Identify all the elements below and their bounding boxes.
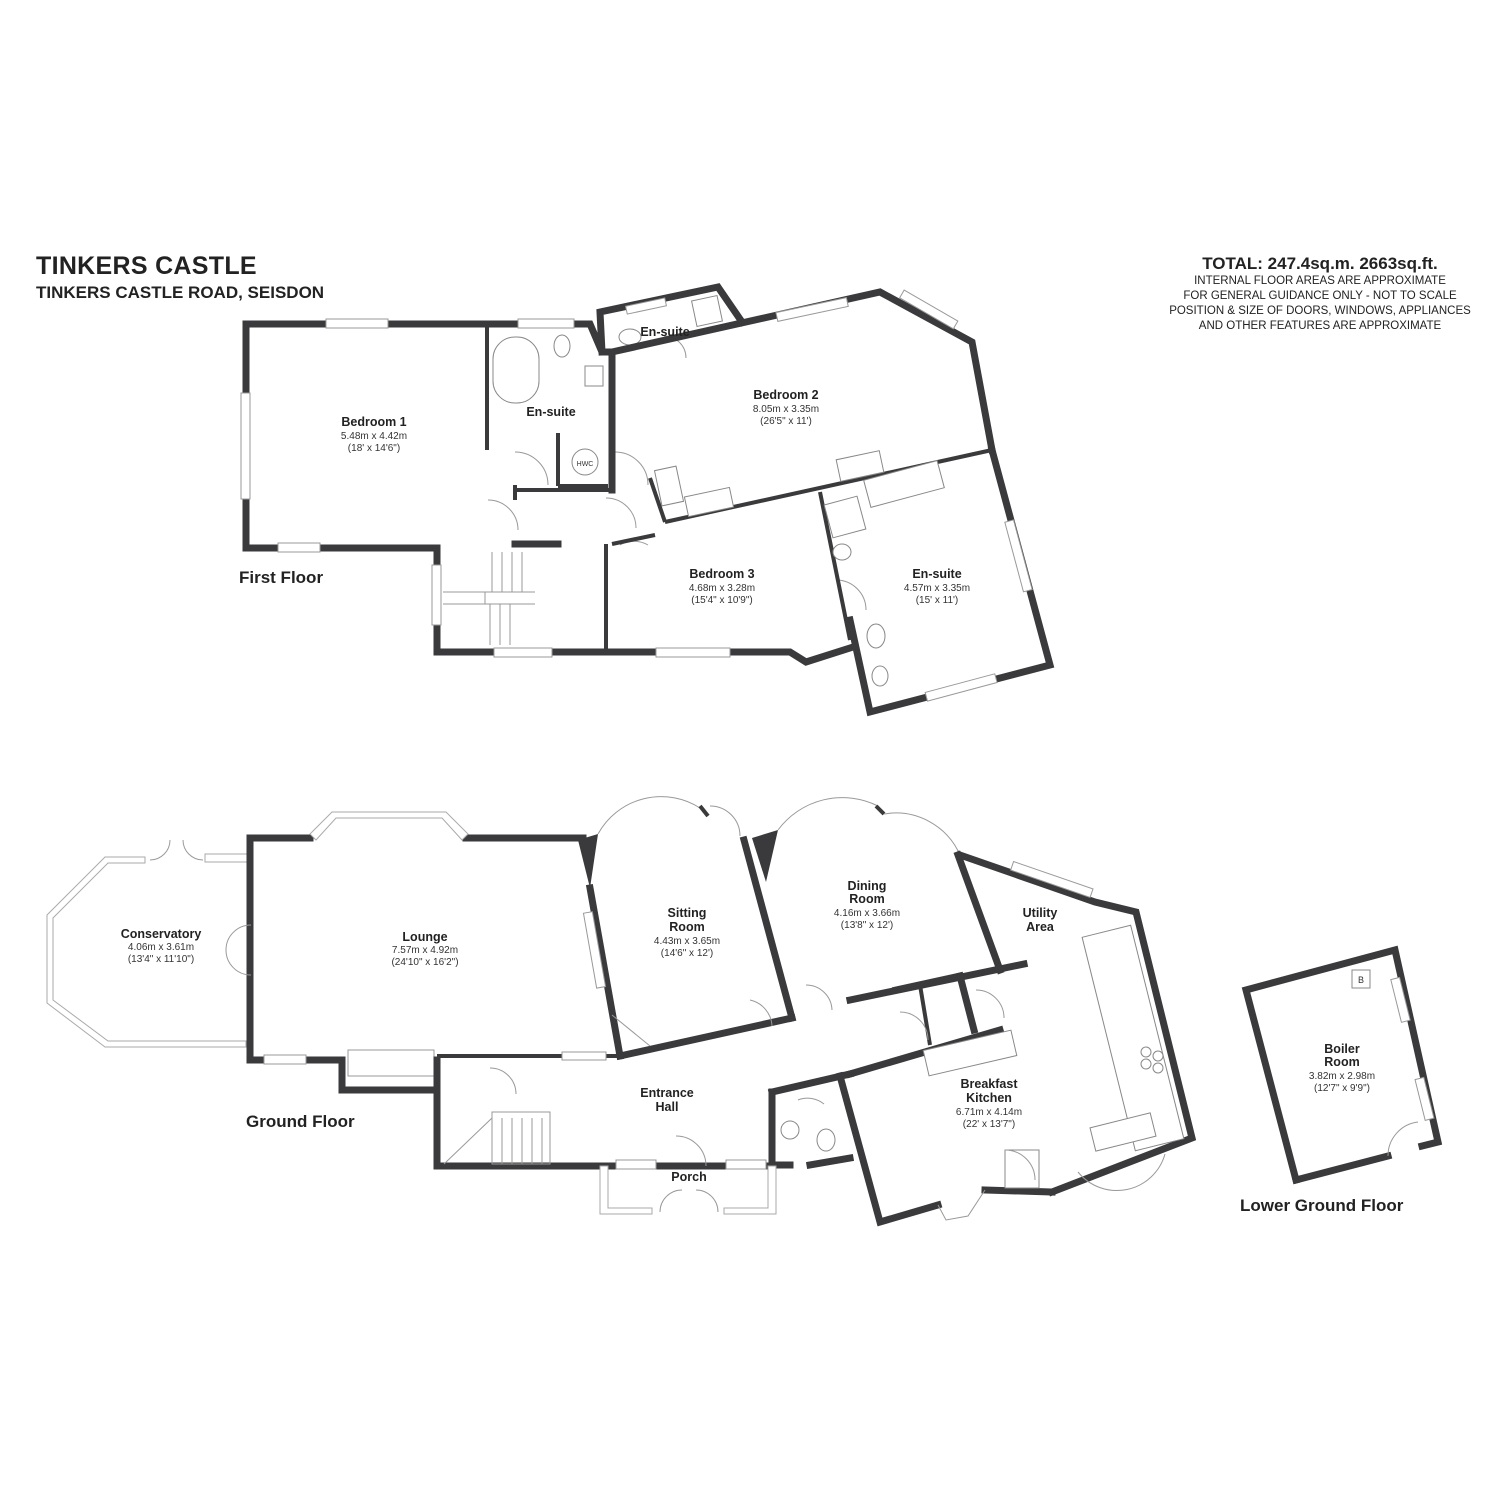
disclaimer-line-3: POSITION & SIZE OF DOORS, WINDOWS, APPLI… — [1169, 305, 1471, 317]
lounge-imperial: (24'10" x 16'2") — [391, 957, 458, 968]
disclaimer-line-2: FOR GENERAL GUIDANCE ONLY - NOT TO SCALE — [1183, 290, 1457, 302]
entrance-hall-name-line-2: Hall — [656, 1100, 679, 1114]
sitting-room-metric: 4.43m x 3.65m — [654, 936, 720, 947]
lower-ground-floor-plan: B — [1241, 945, 1443, 1185]
bedroom-3-name: Bedroom 3 — [689, 567, 754, 581]
first-floor-label: First Floor — [239, 568, 324, 587]
first-floor-plan: HWC — [240, 283, 1055, 717]
breakfast-kitchen-name-line-2: Kitchen — [966, 1091, 1012, 1105]
bedroom-2-name: Bedroom 2 — [753, 388, 818, 402]
sitting-room-name-line-2: Room — [669, 920, 704, 934]
sitting-room-name-line-1: Sitting — [668, 906, 707, 920]
conservatory-name: Conservatory — [121, 927, 202, 941]
property-title: TINKERS CASTLE — [36, 252, 257, 280]
utility-area-name-line-1: Utility — [1023, 906, 1058, 920]
dining-room-name-line-1: Dining — [848, 879, 887, 893]
dining-room-imperial: (13'8" x 12') — [841, 920, 893, 931]
area-summary: TOTAL: 247.4sq.m. 2663sq.ft. INTERNAL FL… — [1160, 254, 1480, 334]
entrance-hall-name-line-1: Entrance — [640, 1086, 694, 1100]
ensuite-1-name: En-suite — [526, 405, 575, 419]
ensuite-3-name: En-suite — [912, 567, 961, 581]
bedroom-1-name: Bedroom 1 — [341, 415, 406, 429]
disclaimer-line-1: INTERNAL FLOOR AREAS ARE APPROXIMATE — [1194, 275, 1446, 287]
boiler-room-metric: 3.82m x 2.98m — [1309, 1071, 1375, 1082]
boiler-room-imperial: (12'7" x 9'9") — [1314, 1083, 1370, 1094]
breakfast-kitchen-metric: 6.71m x 4.14m — [956, 1107, 1022, 1118]
ground-floor-label: Ground Floor — [246, 1112, 355, 1131]
ground-stairs — [443, 1111, 551, 1165]
boiler-room-name-line-2: Room — [1324, 1055, 1359, 1069]
lounge-metric: 7.57m x 4.92m — [392, 945, 458, 956]
bedroom-1-imperial: (18' x 14'6") — [348, 443, 400, 454]
bedroom-2-metric: 8.05m x 3.35m — [753, 404, 819, 415]
lower-ground-floor-label: Lower Ground Floor — [1240, 1196, 1404, 1215]
ensuite-2-name: En-suite — [640, 325, 689, 339]
ground-floor-plan — [46, 796, 1197, 1227]
breakfast-kitchen-name-line-1: Breakfast — [961, 1077, 1019, 1091]
breakfast-kitchen-imperial: (22' x 13'7") — [963, 1119, 1015, 1130]
sitting-room-imperial: (14'6" x 12') — [661, 948, 713, 959]
utility-area-name-line-2: Area — [1026, 920, 1055, 934]
ensuite-3-metric: 4.57m x 3.35m — [904, 583, 970, 594]
bedroom-1-metric: 5.48m x 4.42m — [341, 431, 407, 442]
boiler-marker: B — [1358, 975, 1364, 985]
bedroom-3-imperial: (15'4" x 10'9") — [691, 595, 753, 606]
porch-name: Porch — [671, 1170, 706, 1184]
hwc-label: HWC — [577, 461, 594, 468]
conservatory-imperial: (13'4" x 11'10") — [128, 954, 194, 965]
lounge-name: Lounge — [402, 930, 447, 944]
boiler-room-name-line-1: Boiler — [1324, 1042, 1360, 1056]
total-area: TOTAL: 247.4sq.m. 2663sq.ft. — [1202, 254, 1438, 273]
ensuite-3-imperial: (15' x 11') — [916, 595, 959, 606]
bedroom-2-imperial: (26'5" x 11') — [760, 416, 812, 427]
dining-room-metric: 4.16m x 3.66m — [834, 908, 900, 919]
bedroom-3-metric: 4.68m x 3.28m — [689, 583, 755, 594]
stairs — [443, 552, 535, 645]
disclaimer-line-4: AND OTHER FEATURES ARE APPROXIMATE — [1198, 320, 1442, 332]
dining-room-name-line-2: Room — [849, 892, 884, 906]
conservatory-metric: 4.06m x 3.61m — [128, 942, 194, 953]
property-address: TINKERS CASTLE ROAD, SEISDON — [36, 283, 325, 302]
